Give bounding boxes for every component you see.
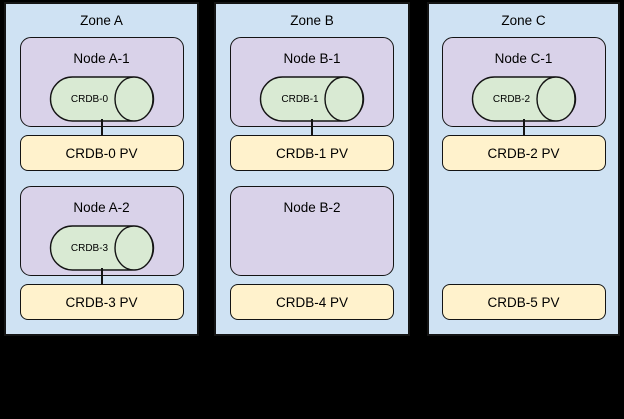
connector-node-a2-to-pv: [100, 268, 103, 285]
node-c1-title: Node C-1: [494, 51, 553, 66]
node-b2-title: Node B-2: [283, 200, 341, 215]
pv-crdb-4: CRDB-4 PV: [230, 284, 394, 320]
node-b1: Node B-1 CRDB-1: [230, 37, 394, 127]
pv-crdb-1: CRDB-1 PV: [230, 135, 394, 171]
zone-c-title: Zone C: [501, 13, 546, 28]
pod-crdb-3-label: CRDB-3: [70, 242, 109, 254]
pv-crdb-5: CRDB-5 PV: [441, 284, 606, 320]
pod-crdb-2: CRDB-2: [471, 76, 576, 122]
pv-crdb-0: CRDB-0 PV: [19, 135, 184, 171]
pod-crdb-3: CRDB-3: [49, 225, 154, 271]
node-a2: Node A-2 CRDB-3: [19, 186, 184, 276]
connector-node-a1-to-pv: [100, 119, 103, 136]
pod-crdb-1: CRDB-1: [259, 76, 365, 122]
connector-node-c1-to-pv: [522, 119, 525, 136]
zone-b: Zone B Node B-1 CRDB-1 CRDB-1 PV Node B-…: [214, 2, 410, 336]
node-b2: Node B-2: [230, 186, 394, 276]
connector-node-b1-to-pv: [311, 119, 313, 136]
database-cylinder-icon: [471, 76, 576, 122]
database-cylinder-icon: [259, 76, 365, 122]
zone-a: Zone A Node A-1 CRDB-0 CRDB-0 PV Node A-…: [4, 2, 199, 336]
zone-c: Zone C Node C-1 CRDB-2 CRDB-2 PV CRDB-5 …: [427, 2, 620, 336]
node-c1: Node C-1 CRDB-2: [441, 37, 606, 127]
pv-crdb-3: CRDB-3 PV: [19, 284, 184, 320]
zone-a-title: Zone A: [80, 13, 123, 28]
pod-crdb-0: CRDB-0: [49, 76, 154, 122]
pv-crdb-2: CRDB-2 PV: [441, 135, 606, 171]
database-cylinder-icon: [49, 76, 154, 122]
zone-b-title: Zone B: [290, 13, 334, 28]
node-b1-title: Node B-1: [283, 51, 341, 66]
pod-crdb-0-label: CRDB-0: [70, 93, 109, 105]
node-a2-title: Node A-2: [73, 200, 130, 215]
pod-crdb-1-label: CRDB-1: [281, 93, 319, 105]
database-cylinder-icon: [49, 225, 154, 271]
node-a1-title: Node A-1: [73, 51, 130, 66]
node-a1: Node A-1 CRDB-0: [19, 37, 184, 127]
pod-crdb-2-label: CRDB-2: [492, 93, 531, 105]
